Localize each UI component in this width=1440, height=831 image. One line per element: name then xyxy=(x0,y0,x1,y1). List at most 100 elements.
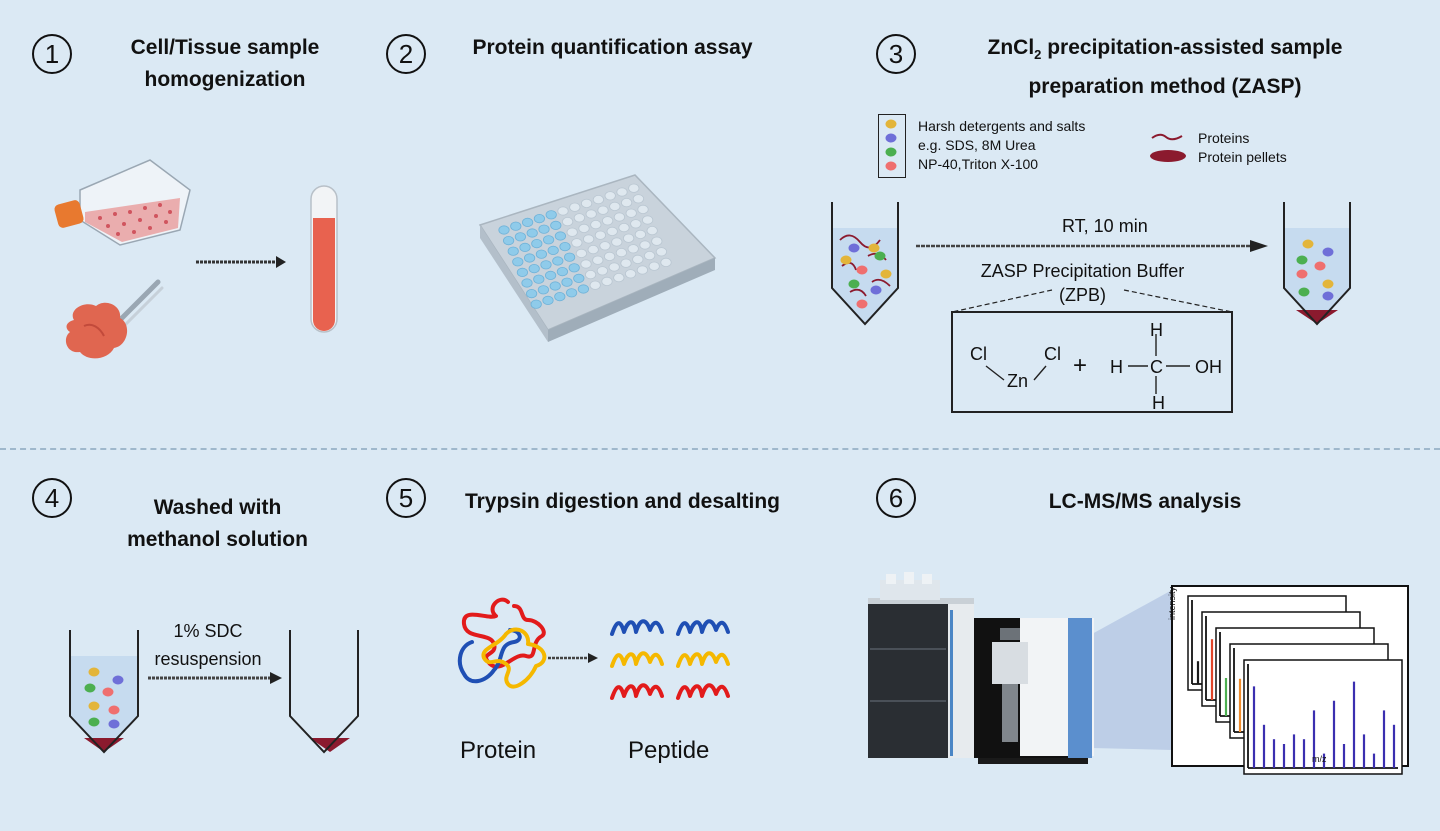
plate-well xyxy=(597,205,609,215)
step-6-illustration xyxy=(868,572,1409,775)
plate-well xyxy=(632,194,644,204)
zpb-buffer-line2: (ZPB) xyxy=(1059,285,1106,305)
plate-well xyxy=(510,221,522,231)
step-3-title-subscript: 2 xyxy=(1034,47,1042,63)
plate-well xyxy=(636,265,648,275)
carbon-atom: C xyxy=(1150,357,1163,377)
reaction-condition-label: RT, 10 min xyxy=(1062,216,1148,236)
detergent-legend-box xyxy=(878,114,906,178)
plate-well xyxy=(545,270,557,281)
plate-well xyxy=(533,274,545,284)
plate-well xyxy=(628,183,640,193)
plate-well xyxy=(644,251,656,261)
hydroxyl-group: OH xyxy=(1195,357,1222,377)
plate-well xyxy=(637,204,649,215)
plate-well xyxy=(589,280,601,290)
plate-well xyxy=(516,267,529,278)
step-5-number: 5 xyxy=(386,478,426,518)
plate-well xyxy=(590,219,602,230)
sdc-resuspension-label: 1% SDC resuspension xyxy=(138,617,278,673)
plate-well xyxy=(535,249,548,259)
tissue-sample-icon xyxy=(65,302,128,359)
peptide-fragment xyxy=(610,651,664,668)
plate-well xyxy=(554,292,566,302)
plate-well xyxy=(562,216,574,227)
plate-well xyxy=(559,242,571,252)
plate-well xyxy=(601,276,613,287)
plate-well xyxy=(621,197,633,208)
plate-well xyxy=(608,262,620,272)
plate-well xyxy=(625,208,637,218)
detergent-legend-dots xyxy=(885,119,897,171)
plate-well xyxy=(648,261,660,271)
zpb-formula-box xyxy=(951,311,1233,413)
plate-well xyxy=(587,245,599,255)
zpb-buffer-label: ZASP Precipitation Buffer (ZPB) xyxy=(960,259,1205,307)
spectrum-x-axis-label: m/z xyxy=(1312,754,1327,764)
detergent-legend-line3: NP-40,Triton X-100 xyxy=(918,156,1039,172)
plate-well xyxy=(528,264,540,274)
plate-well xyxy=(615,248,627,258)
step-1-number: 1 xyxy=(32,34,72,74)
step-5-title: Trypsin digestion and desalting xyxy=(464,490,781,513)
resuspension-arrow xyxy=(148,672,282,684)
peptide-fragment xyxy=(610,683,664,700)
protein-tangle-icon xyxy=(457,597,547,689)
step-3-illustration xyxy=(831,202,1351,413)
plate-well xyxy=(542,295,554,305)
plate-well xyxy=(613,212,625,222)
peptide-fragment xyxy=(610,619,664,636)
sample-tube-icon xyxy=(310,185,338,333)
step-4-title: Washed with methanol solution xyxy=(100,492,335,556)
zpb-buffer-line1: ZASP Precipitation Buffer xyxy=(980,261,1185,281)
plate-well xyxy=(525,289,538,299)
step-1-title-line1: Cell/Tissue sample xyxy=(130,36,320,59)
peptide-fragment xyxy=(676,683,730,700)
plate-well xyxy=(507,246,519,256)
digestion-arrow xyxy=(548,653,598,663)
plate-well xyxy=(606,226,618,237)
plate-well xyxy=(537,285,550,295)
step-6-number: 6 xyxy=(876,478,916,518)
hydrogen-atom-top: H xyxy=(1150,320,1163,340)
step-4-number: 4 xyxy=(32,478,72,518)
plate-well xyxy=(573,273,585,284)
plate-well xyxy=(554,231,567,241)
plate-well xyxy=(623,233,635,243)
plate-well xyxy=(514,232,527,242)
step-4-title-line2: methanol solution xyxy=(127,528,308,551)
sdc-label-line1: 1% SDC xyxy=(173,621,243,641)
plate-well xyxy=(557,206,569,216)
section-divider xyxy=(0,448,1440,450)
plate-well xyxy=(655,247,667,257)
hydrogen-atom-left: H xyxy=(1110,357,1123,377)
peptide-fragments xyxy=(610,619,730,700)
plate-well xyxy=(592,195,604,205)
plate-well xyxy=(552,256,564,266)
plate-well xyxy=(566,227,578,237)
plate-well xyxy=(566,288,578,298)
zinc-atom: Zn xyxy=(1007,371,1029,391)
hydrogen-atom-bottom: H xyxy=(1152,393,1165,413)
plate-well xyxy=(581,198,593,209)
plate-well xyxy=(521,278,533,288)
protein-label: Protein xyxy=(460,737,537,764)
protein-strand-icon xyxy=(1151,133,1183,141)
plate-well xyxy=(556,267,569,277)
plate-well xyxy=(594,230,606,240)
plate-well xyxy=(502,236,515,246)
plate-well xyxy=(550,220,562,231)
plate-well xyxy=(599,241,611,251)
step-4-illustration xyxy=(69,630,359,754)
plate-well xyxy=(604,191,616,201)
plate-well xyxy=(639,240,651,250)
plate-wells xyxy=(498,183,672,309)
step-3-title-rest: precipitation-assisted sample xyxy=(1041,36,1343,59)
precipitation-arrow xyxy=(916,240,1268,252)
step-2-title: Protein quantification assay xyxy=(472,36,753,59)
washed-tube-left xyxy=(69,630,139,754)
plate-well xyxy=(625,269,637,279)
plate-well xyxy=(568,263,580,273)
plate-well xyxy=(585,270,597,280)
step-1-title-line2: homogenization xyxy=(144,68,306,91)
